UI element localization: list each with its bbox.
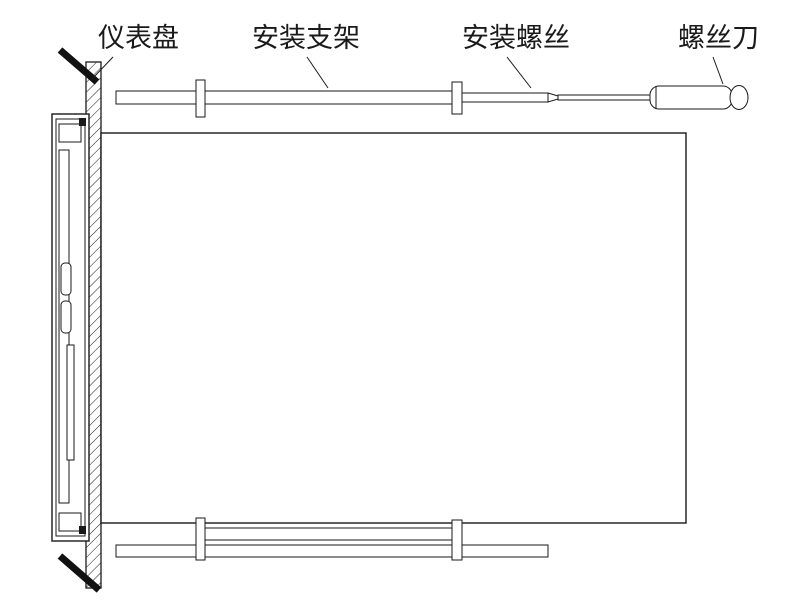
leader-line-bracket [306,56,329,89]
bezel-latch-spring-upper [60,262,72,296]
screwdriver-handle-cap [729,85,749,110]
meter-front-bezel [51,113,90,542]
bottom-bracket-rail [115,544,549,558]
bottom-bracket-screw-block [451,519,463,561]
panel-break-mark-top [57,47,100,85]
leader-line-screw [506,56,532,89]
bezel-inner-rib [66,344,75,461]
screwdriver [547,85,749,110]
mounting-screw-rod [459,92,549,103]
top-bracket-rail [115,90,461,105]
screwdriver-tip [547,92,559,103]
label-instrument-panel: 仪表盘 [98,23,179,54]
leader-line-panel [91,56,114,80]
bezel-top-clip [58,123,82,143]
bottom-mounting-assembly [115,517,549,561]
label-screwdriver: 螺丝刀 [678,23,759,54]
label-mounting-screw: 安装螺丝 [462,23,570,54]
leader-line-screwdriver [712,56,724,85]
bottom-bracket-bar [197,527,461,541]
bezel-latch-top [79,118,86,126]
bezel-latch-bottom [79,526,86,534]
bezel-bottom-clip [58,512,82,532]
meter-body [100,132,687,524]
panel-break-mark-bottom [57,553,102,593]
top-bracket-screw-block [451,81,463,115]
bezel-latch-spring-lower [60,300,72,334]
bottom-bracket-tab [195,517,206,561]
screwdriver-handle [649,85,733,110]
label-mounting-bracket: 安装支架 [252,23,360,54]
top-mounting-assembly [115,79,749,118]
leader-lines [91,56,724,89]
screwdriver-shaft [557,94,651,101]
top-bracket-tab [195,79,206,118]
